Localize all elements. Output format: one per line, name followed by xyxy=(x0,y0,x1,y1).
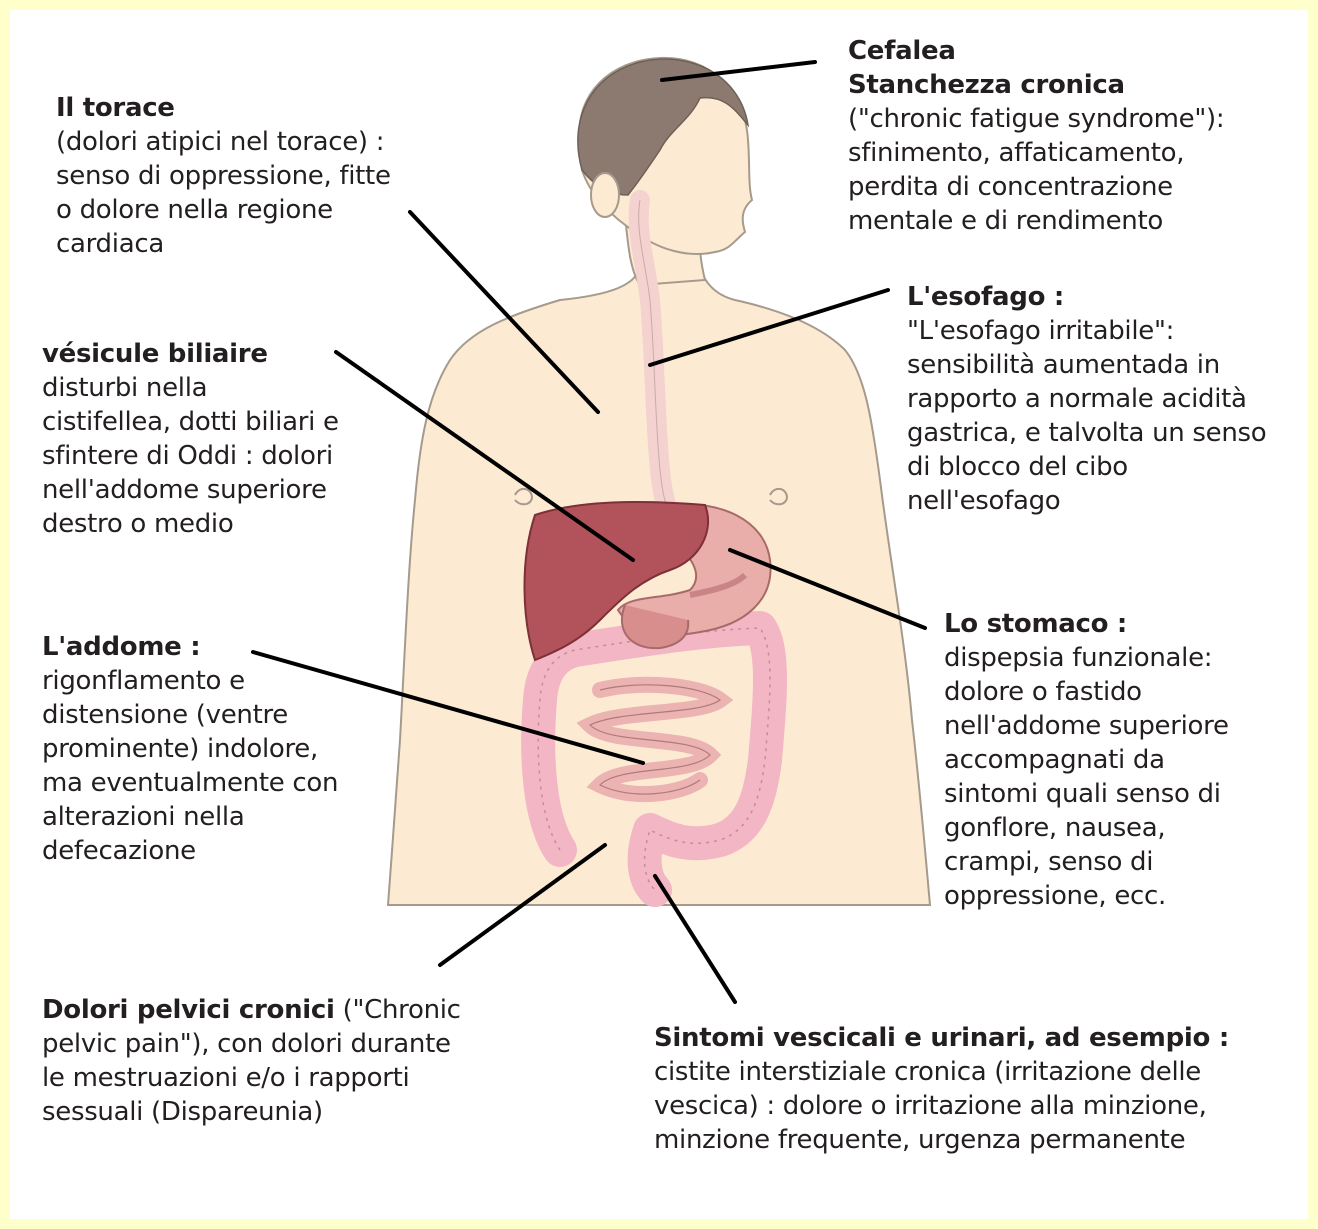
label-abdomen-line: ma eventualmente con xyxy=(42,766,338,800)
label-abdomen-line: alterazioni nella xyxy=(42,800,338,834)
label-pelvic-first-line: Dolori pelvici cronici ("Chronic xyxy=(42,993,461,1027)
label-pelvic-first-rest: ("Chronic xyxy=(335,995,461,1025)
label-bladder-line: vescica) : dolore o irritazione alla min… xyxy=(654,1089,1229,1123)
label-gallbladder-line: sfintere di Oddi : dolori xyxy=(42,439,339,473)
label-head-title2: Stanchezza cronica xyxy=(848,68,1224,102)
label-chest-title: Il torace xyxy=(56,91,391,125)
label-pelvic-title: Dolori pelvici cronici xyxy=(42,995,335,1025)
label-abdomen-line: prominente) indolore, xyxy=(42,732,338,766)
label-head-line: ("chronic fatigue syndrome"): xyxy=(848,102,1224,136)
label-stomach-title: Lo stomaco : xyxy=(944,607,1229,641)
label-bladder-line: cistite interstiziale cronica (irritazio… xyxy=(654,1055,1229,1089)
label-stomach: Lo stomaco : dispepsia funzionale: dolor… xyxy=(944,607,1229,913)
label-head-line: perdita di concentrazione xyxy=(848,170,1224,204)
label-abdomen-line: rigonflamento e xyxy=(42,664,338,698)
label-stomach-line: oppressione, ecc. xyxy=(944,879,1229,913)
label-chest-line: (dolori atipici nel torace) : xyxy=(56,125,391,159)
label-gallbladder-line: disturbi nella xyxy=(42,371,339,405)
label-stomach-line: nell'addome superiore xyxy=(944,709,1229,743)
label-gallbladder-line: cistifellea, dotti biliari e xyxy=(42,405,339,439)
label-esophagus-line: sensibilità aumentada in xyxy=(907,348,1266,382)
label-head-line: sfinimento, affaticamento, xyxy=(848,136,1224,170)
label-chest-line: cardiaca xyxy=(56,227,391,261)
label-gallbladder: vésicule biliaire disturbi nella cistife… xyxy=(42,337,339,541)
label-chest-line: o dolore nella regione xyxy=(56,193,391,227)
label-gallbladder-title: vésicule biliaire xyxy=(42,337,339,371)
label-esophagus-title: L'esofago : xyxy=(907,280,1266,314)
label-gallbladder-line: nell'addome superiore xyxy=(42,473,339,507)
label-bladder-line: minzione frequente, urgenza permanente xyxy=(654,1123,1229,1157)
label-bladder-title: Sintomi vescicali e urinari, ad esempio … xyxy=(654,1021,1229,1055)
label-stomach-line: accompagnati da xyxy=(944,743,1229,777)
label-abdomen-line: distensione (ventre xyxy=(42,698,338,732)
label-esophagus-line: "L'esofago irritabile": xyxy=(907,314,1266,348)
label-pelvic: Dolori pelvici cronici ("Chronic pelvic … xyxy=(42,993,461,1129)
label-pelvic-line: pelvic pain"), con dolori durante xyxy=(42,1027,461,1061)
label-esophagus-line: gastrica, e talvolta un senso xyxy=(907,416,1266,450)
label-pelvic-line: sessuali (Dispareunia) xyxy=(42,1095,461,1129)
label-abdomen: L'addome : rigonflamento e distensione (… xyxy=(42,630,338,868)
label-stomach-line: dispepsia funzionale: xyxy=(944,641,1229,675)
label-chest: Il torace (dolori atipici nel torace) : … xyxy=(56,91,391,261)
label-head: Cefalea Stanchezza cronica ("chronic fat… xyxy=(848,34,1224,238)
label-bladder: Sintomi vescicali e urinari, ad esempio … xyxy=(654,1021,1229,1157)
label-stomach-line: crampi, senso di xyxy=(944,845,1229,879)
label-stomach-line: gonflore, nausea, xyxy=(944,811,1229,845)
label-abdomen-title: L'addome : xyxy=(42,630,338,664)
label-stomach-line: dolore o fastido xyxy=(944,675,1229,709)
label-head-line: mentale e di rendimento xyxy=(848,204,1224,238)
label-esophagus-line: nell'esofago xyxy=(907,484,1266,518)
ear xyxy=(591,173,619,217)
label-head-title1: Cefalea xyxy=(848,34,1224,68)
label-abdomen-line: defecazione xyxy=(42,834,338,868)
label-gallbladder-line: destro o medio xyxy=(42,507,339,541)
label-esophagus: L'esofago : "L'esofago irritabile": sens… xyxy=(907,280,1266,518)
label-esophagus-line: di blocco del cibo xyxy=(907,450,1266,484)
label-pelvic-line: le mestruazioni e/o i rapporti xyxy=(42,1061,461,1095)
label-esophagus-line: rapporto a normale acidità xyxy=(907,382,1266,416)
label-chest-line: senso di oppressione, fitte xyxy=(56,159,391,193)
label-stomach-line: sintomi quali senso di xyxy=(944,777,1229,811)
